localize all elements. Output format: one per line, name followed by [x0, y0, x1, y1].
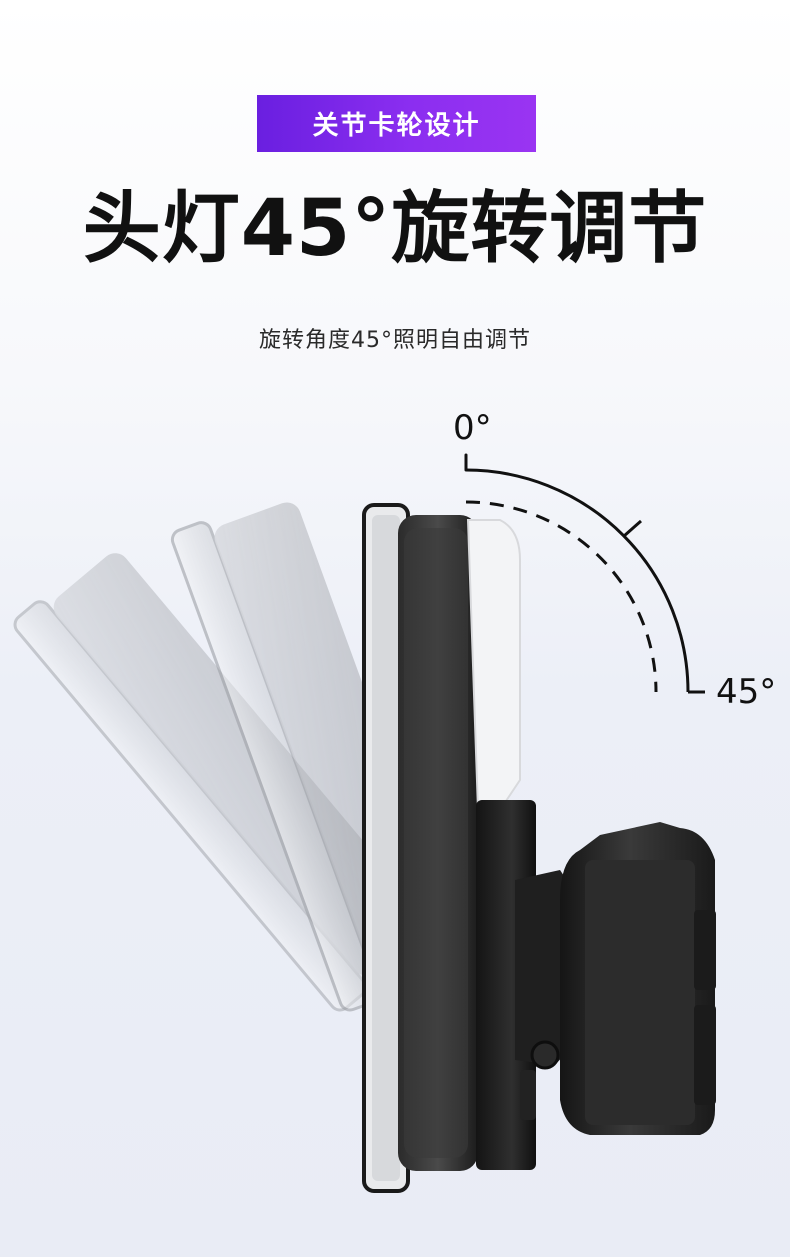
subtitle-text: 旋转角度45°照明自由调节 — [259, 328, 531, 353]
angle-start-label: 0° — [453, 408, 492, 448]
feature-badge-label: 关节卡轮设计 — [312, 111, 481, 141]
angle-end-label: 45° — [716, 672, 777, 712]
headline-title: 头灯45°旋转调节 — [82, 184, 708, 274]
angle-arc-indicator — [464, 453, 705, 694]
feature-badge: 关节卡轮设计 — [257, 95, 536, 152]
headlamp-main — [362, 503, 536, 1193]
strap-clip — [560, 822, 716, 1135]
